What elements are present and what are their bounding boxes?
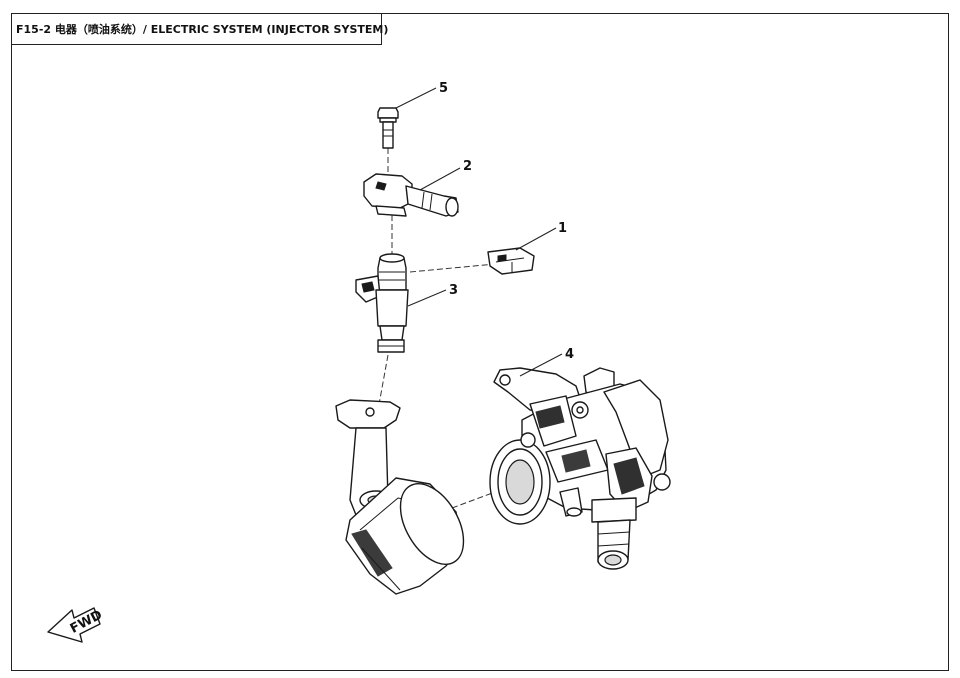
callout-3: 3 [449,283,458,298]
drawing-frame [11,13,949,671]
part-2-fuel-rail-cap [363,173,459,217]
fwd-direction-arrow: FWD [47,607,105,643]
title-box: F15-2 电器（喷油系统）/ ELECTRIC SYSTEM (INJECTO… [11,13,388,45]
page-title: F15-2 电器（喷油系统）/ ELECTRIC SYSTEM (INJECTO… [16,23,389,36]
callout-4: 4 [565,347,574,362]
callout-2: 2 [463,159,472,174]
leader-lines [395,87,563,377]
callout-5: 5 [439,81,448,96]
intake-manifold [335,399,465,595]
part-4-throttle-body [489,367,671,570]
callout-1: 1 [558,221,567,236]
part-1-clip [487,247,535,275]
callout-labels: 5 2 1 3 4 [439,81,574,362]
part-5-bolt [377,107,399,149]
part-3-fuel-injector [355,253,409,353]
